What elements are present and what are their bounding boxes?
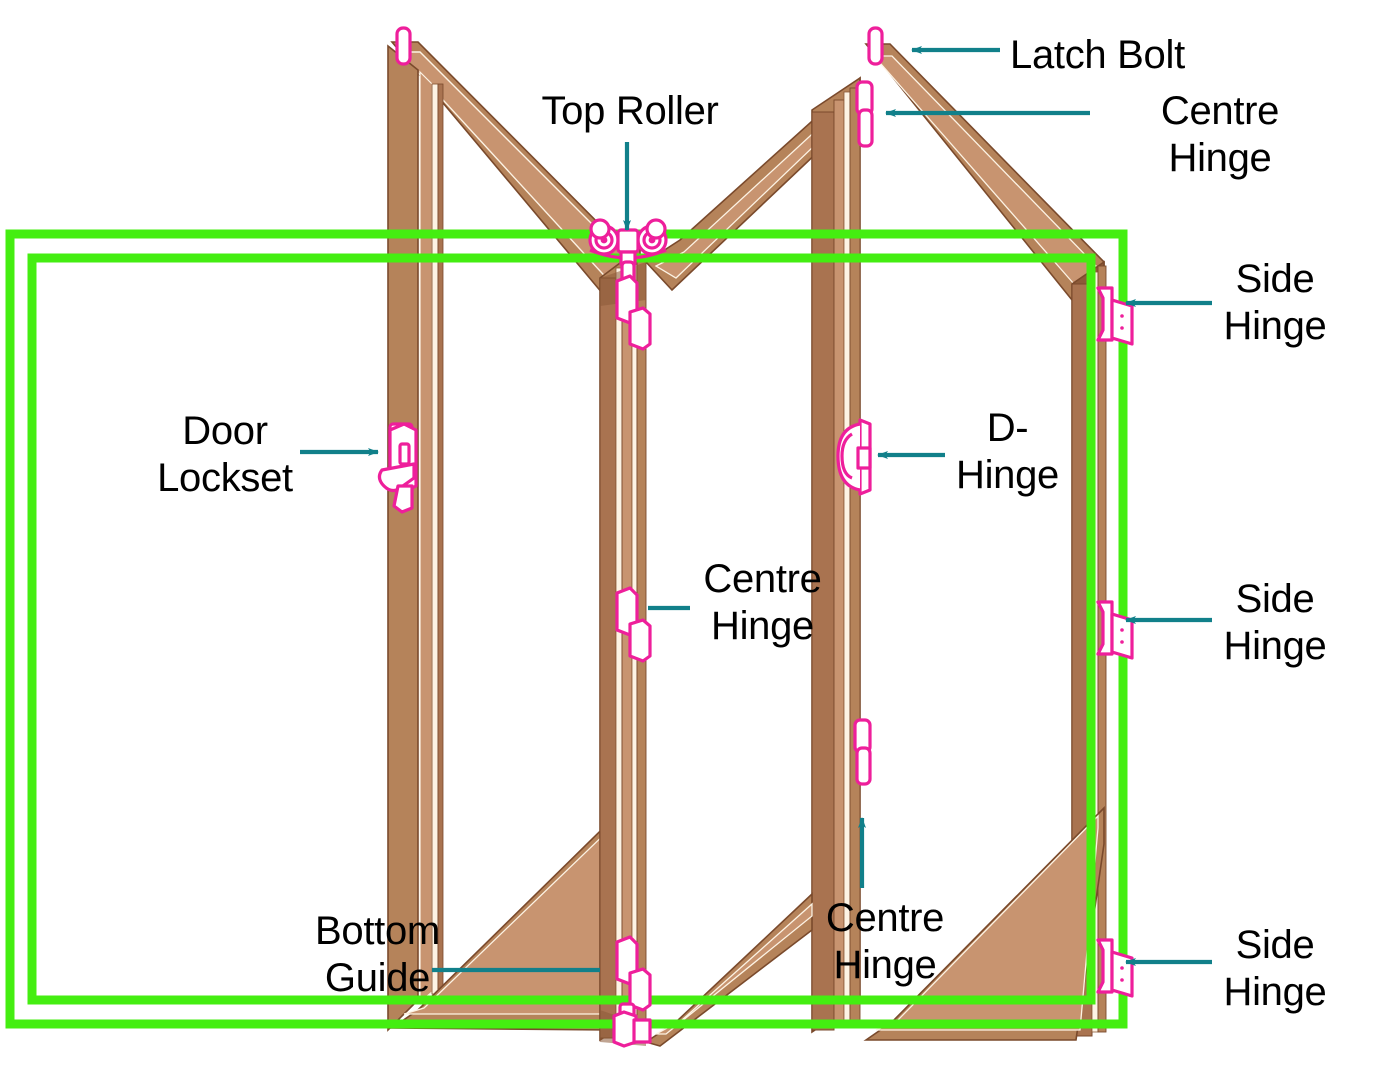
centre-hinge-left-middle [615,586,652,663]
centre-hinge-right-top [855,80,874,148]
side-hinge-2 [1096,600,1134,660]
door-panel-4 [863,43,1107,1041]
bottom-guide [612,1002,652,1048]
label-centre-hinge-bot: Centre Hinge [825,896,945,988]
label-door-lockset: Door Lockset [157,409,293,501]
label-top-roller: Top Roller [541,89,719,133]
label-bottom-guide: Bottom Guide [315,909,440,1001]
label-latch-bolt: Latch Bolt [1010,33,1185,77]
centre-hinge-right-bottom [853,718,872,786]
door-lockset [377,422,418,514]
label-side-hinge-1: Side Hinge [1223,257,1327,349]
leader-lines [300,46,1212,973]
label-centre-hinge-mid: Centre Hinge [703,557,822,649]
hardware-group [377,26,1134,1048]
centre-hinge-left-bottom [615,935,652,1012]
label-side-hinge-2: Side Hinge [1223,577,1327,669]
label-centre-hinge-top: Centre Hinge [1160,89,1280,181]
d-hinge [836,418,872,496]
latch-bolt-right-pin [867,26,884,66]
label-d-hinge: D- Hinge [955,406,1059,498]
latch-bolt-left-pin [395,26,412,66]
label-side-hinge-3: Side Hinge [1223,923,1327,1015]
centre-hinge-left-top [615,274,652,351]
door-panel-3 [644,76,861,1047]
